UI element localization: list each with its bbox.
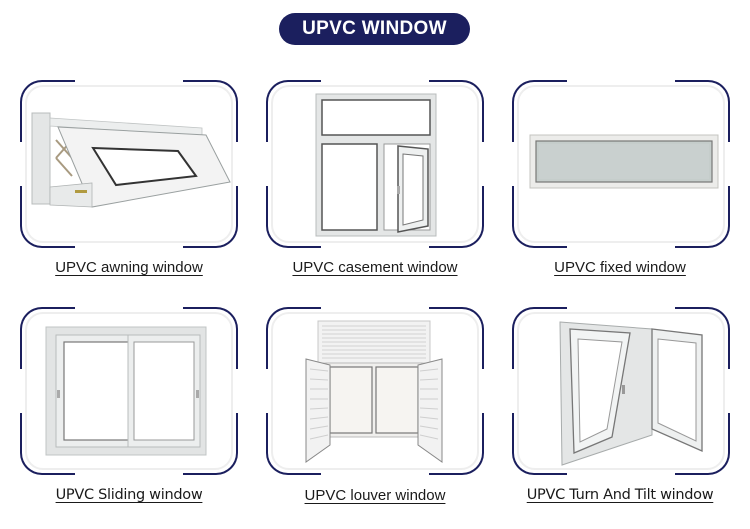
corner-accent [266,186,321,248]
product-caption-turn-and-tilt[interactable]: UPVC Turn And Tilt window [526,487,714,503]
corner-accent [20,80,75,142]
corner-accent [183,80,238,142]
product-card-casement[interactable] [266,80,484,248]
corner-accent [183,186,238,248]
corner-accent [20,413,75,475]
product-card-fixed[interactable] [512,80,730,248]
corner-accent [675,186,730,248]
product-caption-louver[interactable]: UPVC louver window [304,487,446,504]
corner-accent [675,80,730,142]
product-card-awning[interactable] [20,80,238,248]
corner-accent [675,413,730,475]
corner-accent [266,80,321,142]
product-card-turn-and-tilt[interactable] [512,307,730,475]
fixed-window-image [529,134,719,189]
corner-accent [429,186,484,248]
corner-accent [183,307,238,369]
corner-accent [512,80,567,142]
corner-accent [429,80,484,142]
page-title-banner: UPVC WINDOW [279,13,470,45]
product-caption-casement[interactable]: UPVC casement window [292,259,458,276]
corner-accent [512,307,567,369]
product-card-louver[interactable] [266,307,484,475]
casement-window-image [315,93,437,237]
louver-window-image [305,320,443,463]
corner-accent [429,413,484,475]
product-caption-fixed[interactable]: UPVC fixed window [554,259,686,276]
product-card-sliding[interactable] [20,307,238,475]
corner-accent [429,307,484,369]
product-caption-sliding[interactable]: UPVC Sliding window [55,487,203,503]
corner-accent [266,413,321,475]
corner-accent [512,186,567,248]
corner-accent [266,307,321,369]
corner-accent [20,307,75,369]
corner-accent [675,307,730,369]
product-caption-awning[interactable]: UPVC awning window [55,259,203,276]
corner-accent [20,186,75,248]
corner-accent [512,413,567,475]
page-title: UPVC WINDOW [302,18,447,39]
corner-accent [183,413,238,475]
